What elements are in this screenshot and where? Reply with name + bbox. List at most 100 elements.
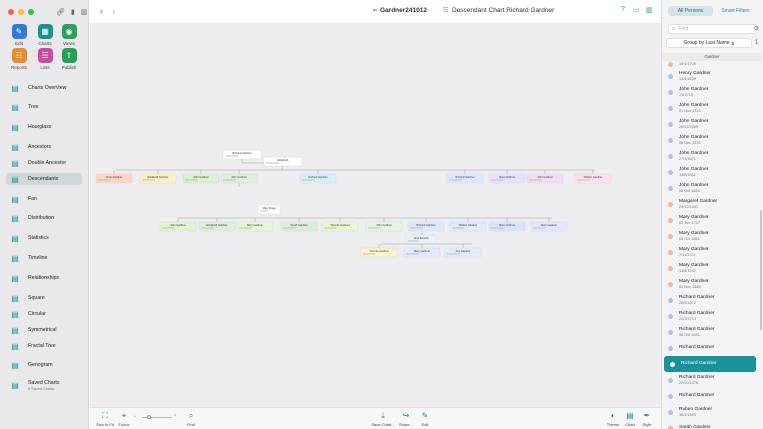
tab-smart-filters[interactable]: Smart Filters	[721, 8, 750, 14]
group-by-select[interactable]: Group by Last Name ⇅	[666, 38, 752, 48]
person-list-item[interactable]: Richard Gardner	[664, 356, 756, 372]
person-box[interactable]	[159, 221, 197, 232]
person-box[interactable]	[488, 173, 526, 184]
search-field[interactable]: ⌕ Find ⚙	[668, 24, 759, 34]
share-button[interactable]: ↪Share...	[396, 411, 416, 427]
link-icon[interactable]: 🔗︎	[56, 9, 65, 16]
find-button[interactable]: ⌕Find	[184, 411, 198, 427]
nav-item-timeline[interactable]: ▤Timeline	[6, 252, 82, 264]
person-box[interactable]	[407, 221, 445, 232]
person-box[interactable]	[360, 247, 398, 258]
person-box[interactable]	[299, 173, 337, 184]
person-box[interactable]	[182, 173, 220, 184]
nav-item-square[interactable]: ▤Square	[6, 292, 82, 304]
settings-icon[interactable]: ⚙	[753, 26, 759, 32]
zoom-window-button[interactable]	[28, 9, 34, 15]
person-list-item[interactable]: Richard Gardner	[662, 340, 758, 356]
quick-action-publish[interactable]: ⇧Publish	[58, 48, 80, 70]
back-button[interactable]: ‹	[100, 6, 103, 16]
chart-button[interactable]: ▤Chart	[623, 411, 637, 427]
person-box[interactable]	[257, 204, 281, 215]
bookmark-icon[interactable]: ▮	[70, 9, 75, 16]
quick-action-charts[interactable]: ▦Charts	[34, 24, 56, 46]
nav-item-distribution[interactable]: ▤Distribution	[6, 212, 82, 224]
person-box[interactable]	[444, 247, 482, 258]
zoom-in-icon[interactable]: ▫	[174, 413, 177, 419]
person-list-item[interactable]: John Gardner-/3/1715	[662, 84, 758, 100]
size-to-fit-button[interactable]: ⛶Size to Fit	[94, 411, 116, 427]
nav-item-statistics[interactable]: ▤Statistics	[6, 232, 82, 244]
panel-toggle-icon[interactable]: ▥	[646, 7, 653, 14]
scrollbar[interactable]	[760, 210, 762, 330]
window-icon[interactable]: ▭	[633, 7, 640, 14]
person-box[interactable]	[236, 221, 274, 232]
person-box[interactable]	[449, 221, 487, 232]
zoom-out-icon[interactable]: ▫	[134, 414, 136, 420]
person-list-item[interactable]: Richard Gardner	[662, 388, 758, 404]
quick-action-views[interactable]: ◉Views	[58, 24, 80, 46]
zoom-thumb[interactable]	[147, 415, 151, 419]
nav-item-descendants[interactable]: ▤Descendants	[6, 173, 82, 185]
search-input[interactable]: Find	[678, 26, 689, 32]
close-window-button[interactable]	[8, 9, 14, 15]
minimize-window-button[interactable]	[18, 9, 24, 15]
nav-item-symmetrical[interactable]: ▤Symmetrical	[6, 324, 82, 336]
nav-item-genogram[interactable]: ▤Genogram	[6, 359, 82, 371]
edit-button[interactable]: ✎Edit	[418, 411, 432, 427]
nav-item-circular[interactable]: ▤Circular	[6, 308, 82, 320]
forward-button[interactable]: ›	[112, 6, 115, 16]
person-box[interactable]	[365, 221, 403, 232]
tab-all-persons[interactable]: All Persons	[668, 6, 713, 16]
person-box[interactable]	[488, 221, 526, 232]
person-box[interactable]	[446, 173, 484, 184]
person-box[interactable]	[574, 173, 612, 184]
theme-button[interactable]: ◐Theme	[605, 411, 621, 427]
person-box[interactable]	[403, 247, 441, 258]
nav-item-double-ancestor[interactable]: ▤Double Ancestor	[6, 157, 82, 169]
person-list-item[interactable]: Sarah Gardner	[662, 420, 758, 429]
person-box[interactable]	[280, 221, 318, 232]
quick-action-reports[interactable]: ☷Reports	[8, 48, 30, 70]
person-list-item[interactable]: 16/4/1708	[662, 62, 758, 68]
nav-item-relationships[interactable]: ▤Relationships	[6, 272, 82, 284]
nav-item-tree[interactable]: ▤Tree	[6, 101, 82, 113]
sidebar-toggle-icon[interactable]: ▥	[80, 9, 88, 16]
save-chart-button[interactable]: ⤓Save Chart...	[370, 411, 396, 427]
person-box[interactable]	[321, 221, 359, 232]
person-box[interactable]	[139, 173, 177, 184]
help-button[interactable]: ?	[621, 6, 625, 13]
person-box[interactable]	[526, 173, 564, 184]
sort-icon[interactable]: ↧	[753, 40, 759, 46]
nav-item-ancestors[interactable]: ▤Ancestors	[6, 141, 82, 153]
style-button[interactable]: ✒Style	[640, 411, 654, 427]
person-box[interactable]	[198, 221, 236, 232]
quick-action-lists[interactable]: ☰Lists	[34, 48, 56, 70]
nav-item-hourglass[interactable]: ▤Hourglass	[6, 121, 82, 133]
person-box[interactable]	[95, 173, 133, 184]
nav-item-fractal-tree[interactable]: ▤Fractal Tree	[6, 340, 82, 352]
spouse-box[interactable]	[263, 156, 303, 167]
quick-action-edit[interactable]: ✎Edit	[8, 24, 30, 46]
nav-item-charts-overview[interactable]: ▤Charts Overview	[6, 82, 82, 94]
focus-button[interactable]: ⌖Focus	[116, 411, 132, 427]
